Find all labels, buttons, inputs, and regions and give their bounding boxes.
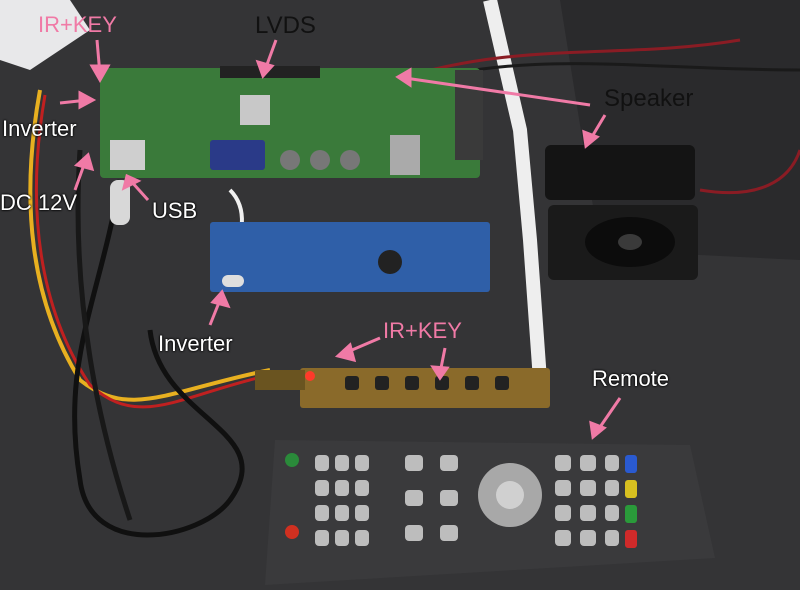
key-button-4 [435,376,449,390]
key-board [300,368,550,408]
vga-port [210,140,265,170]
key-button-2 [375,376,389,390]
ir-sensor-board [255,370,305,390]
label-usb: USB [152,198,198,223]
monitor-edge-light [0,0,90,70]
remote-function-buttons [555,455,619,546]
label-ir-key-mid: IR+KEY [383,318,462,343]
key-button-1 [345,376,359,390]
arrowhead-dc12v [73,152,95,172]
inverter-coil [378,250,402,274]
label-remote: Remote [592,366,670,391]
heatsink [240,95,270,125]
tuner-jack [390,135,420,175]
speaker-wire-red [394,38,741,82]
remote-number-buttons [315,455,369,546]
inverter-board [210,222,490,292]
av-jack-2 [310,150,330,170]
label-speaker: Speaker [604,85,694,112]
key-button-3 [405,376,419,390]
usb-port [110,140,145,170]
dc-cable [75,149,133,521]
label-dc12v: DC 12V [0,190,78,215]
arrowhead-remote [589,420,607,440]
main-board [100,68,480,178]
audio-jacks [455,70,483,160]
remote-yellow-button [625,480,637,498]
speaker-wire-right [699,149,800,195]
key-ribbon-cable [483,0,547,381]
key-button-6 [495,376,509,390]
arrowhead-usb [121,173,142,191]
remote-ch-vol-buttons [405,455,458,541]
arrow-speaker-wire [404,76,591,107]
arrowhead-ir-key-top [89,64,111,84]
remote-enter-button [496,481,524,509]
av-jack-1 [280,150,300,170]
arrowhead-ir-key-mid [334,342,357,363]
arrowhead-speaker [582,129,600,149]
arrowhead-inverter-mid [210,289,231,309]
key-button-5 [465,376,479,390]
arrowhead-lvds [255,59,275,79]
arrowhead-inverter-left [78,90,97,110]
remote-power-button [285,525,299,539]
callout-arrows [59,39,622,440]
ir-led [305,371,315,381]
remote-blue-button [625,455,637,473]
label-lvds: LVDS [255,12,316,39]
usb-stick [110,180,130,225]
speaker-center [618,234,642,250]
arrowhead-speaker-wire [395,67,412,88]
remote-red-button [625,530,637,548]
arrowhead-ir-key-mid-2 [430,365,450,381]
label-inverter-left: Inverter [2,116,77,141]
lvds-connector [220,66,320,78]
av-jack-3 [340,150,360,170]
label-ir-key-top: IR+KEY [38,12,117,37]
speaker-top [545,145,695,200]
red-wire [34,94,271,409]
label-inverter-mid: Inverter [158,331,233,356]
inverter-slot [222,275,244,287]
remote-green-button [285,453,299,467]
remote-green-color-button [625,505,637,523]
arrow-remote [596,397,622,431]
